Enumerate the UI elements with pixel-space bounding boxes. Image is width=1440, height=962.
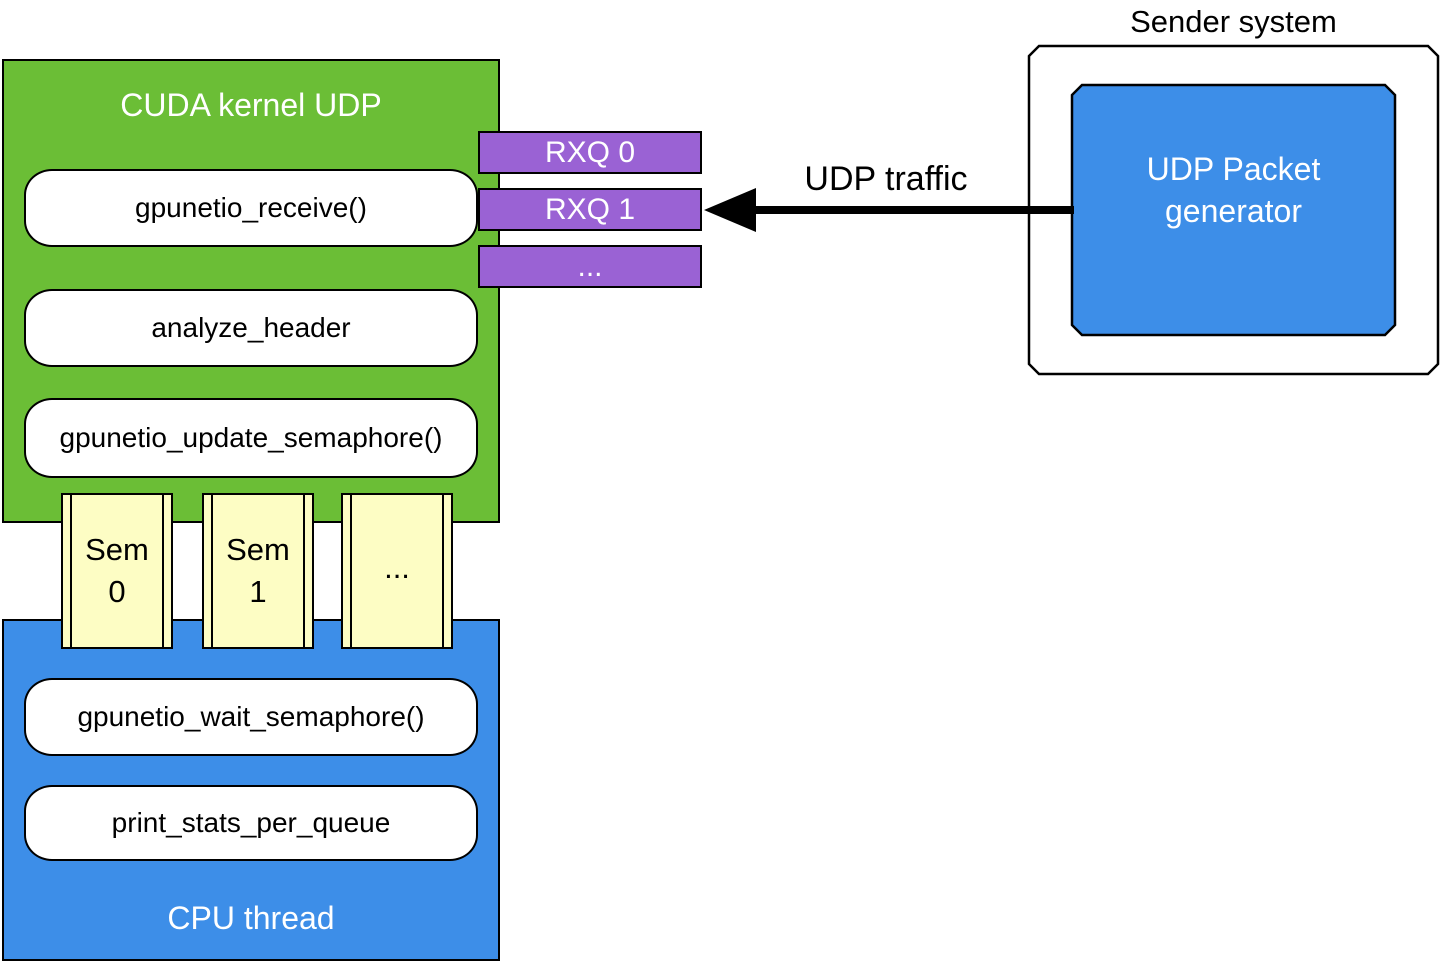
udp-traffic-label: UDP traffic: [804, 159, 968, 198]
rx-queue-1: RXQ 1: [478, 188, 702, 231]
udp-traffic-arrow: [704, 188, 1074, 232]
semaphore-0: Sem 0: [61, 493, 173, 649]
udp-packet-generator: UDP Packet generator: [1072, 85, 1395, 335]
generator-line-2: generator: [1165, 193, 1302, 229]
semaphore-0-label: Sem: [85, 532, 149, 567]
cpu-thread-title: CPU thread: [167, 899, 335, 936]
gpunetio-receive-step: gpunetio_receive(): [24, 169, 478, 247]
semaphore-0-index: 0: [108, 574, 126, 609]
update-semaphore-step: gpunetio_update_semaphore(): [24, 398, 478, 478]
sender-system-title: Sender system: [1130, 4, 1337, 39]
semaphore-1-label: Sem: [226, 532, 290, 567]
cuda-kernel-title: CUDA kernel UDP: [120, 86, 382, 123]
print-stats-step: print_stats_per_queue: [24, 785, 478, 861]
udp-generator-shape: [1070, 83, 1397, 337]
generator-line-1: UDP Packet: [1146, 151, 1321, 187]
rx-queue-more: ...: [478, 245, 702, 288]
analyze-header-step: analyze_header: [24, 289, 478, 367]
semaphore-more: ...: [341, 493, 453, 649]
semaphore-more-label: ...: [384, 550, 410, 585]
wait-semaphore-step: gpunetio_wait_semaphore(): [24, 678, 478, 756]
semaphore-1-index: 1: [249, 574, 267, 609]
rx-queue-0: RXQ 0: [478, 131, 702, 174]
semaphore-1: Sem 1: [202, 493, 314, 649]
